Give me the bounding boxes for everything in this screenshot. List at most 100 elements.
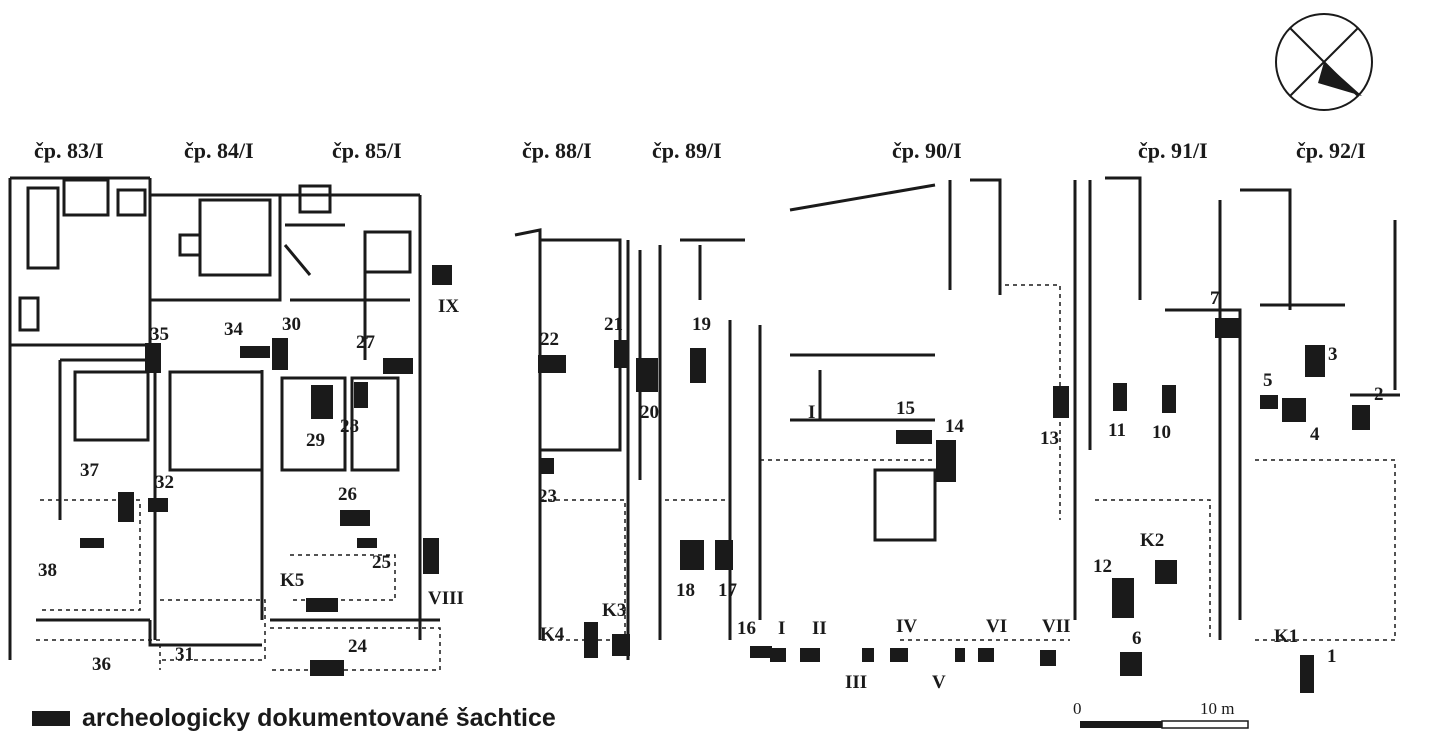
shaft-26 [340, 510, 370, 526]
shaft-17 [715, 540, 733, 570]
shaft-K2 [1155, 560, 1177, 584]
shaft-label-19: 19 [692, 314, 711, 335]
shaft-K5 [306, 598, 338, 612]
shaft-II [800, 648, 820, 662]
shaft-label-36: 36 [92, 654, 111, 675]
shaft-label-16: 16 [737, 618, 756, 639]
shaft-label-23: 23 [538, 486, 557, 507]
shaft-label-25: 25 [372, 552, 391, 573]
shaft-label-4: 4 [1310, 424, 1320, 445]
shaft-10 [1162, 385, 1176, 413]
shaft-label-21: 21 [604, 314, 623, 335]
shaft-label-26: 26 [338, 484, 357, 505]
shaft-label-5: 5 [1263, 370, 1273, 391]
shaft-label-I: I [778, 618, 785, 639]
legend-label: archeologicky dokumentované šachtice [82, 704, 556, 732]
shaft-22 [538, 355, 566, 373]
shaft-37 [118, 492, 134, 522]
shaft-label-K5: K5 [280, 570, 304, 591]
shaft-34 [240, 346, 270, 358]
shaft-label-K1: K1 [1274, 626, 1298, 647]
north-arrow-icon [1275, 13, 1373, 111]
shaft-20 [636, 358, 658, 392]
house-label-91: čp. 91/I [1138, 138, 1208, 163]
shaft-label-15: 15 [896, 398, 915, 419]
shaft-label-30: 30 [282, 314, 301, 335]
shaft-label-K2: K2 [1140, 530, 1164, 551]
house-label-92: čp. 92/I [1296, 138, 1366, 163]
shaft-6 [1120, 652, 1142, 676]
shaft-label-V: V [932, 672, 946, 693]
scale-bar-start-label: 0 [1073, 699, 1082, 718]
shaft-12 [1112, 578, 1134, 618]
house-label-89: čp. 89/I [652, 138, 722, 163]
shaft-label-10: 10 [1152, 422, 1171, 443]
shaft-38 [80, 538, 104, 548]
shaft-I [770, 648, 786, 662]
legend: archeologicky dokumentované šachtice [32, 704, 556, 733]
house-label-90: čp. 90/I [892, 138, 962, 163]
shaft-13 [1053, 386, 1069, 418]
legend-shaft-swatch [32, 711, 70, 726]
shaft-label-28: 28 [340, 416, 359, 437]
shaft-IV [890, 648, 908, 662]
shaft-label-11: 11 [1108, 420, 1126, 441]
shaft-label-29: 29 [306, 430, 325, 451]
shaft-11 [1113, 383, 1127, 411]
shaft-30 [272, 338, 288, 370]
shaft-31 [148, 498, 168, 512]
shaft-label-III: III [845, 672, 867, 693]
shaft-label-3: 3 [1328, 344, 1338, 365]
shaft-label-6: 6 [1132, 628, 1142, 649]
house-label-88: čp. 88/I [522, 138, 592, 163]
shaft-19 [690, 348, 706, 383]
shaft-label-22: 22 [540, 329, 559, 350]
shaft-35 [145, 343, 161, 373]
shaft-label-K3: K3 [602, 600, 626, 621]
house-labels: čp. 83/I čp. 84/I čp. 85/I čp. 88/I čp. … [34, 138, 1366, 163]
building-walls-right-blocks [514, 176, 1400, 660]
shaft-label-38: 38 [38, 560, 57, 581]
shaft-18 [680, 540, 704, 570]
shaft-5 [1260, 395, 1278, 409]
shaft-number-labels: 1 2 3 4 5 6 7 10 11 12 13 14 15 16 17 18… [38, 288, 1384, 693]
shaft-28 [354, 382, 368, 408]
shaft-2 [1352, 405, 1370, 430]
shaft-3 [1305, 345, 1325, 377]
shaft-label-20: 20 [640, 402, 659, 423]
shaft-label-VI: VI [986, 616, 1007, 637]
shaft-16 [750, 646, 772, 658]
shaft-label-1: 1 [1327, 646, 1337, 667]
shaft-label-VIII: VIII [428, 588, 464, 609]
shaft-label-IX: IX [438, 296, 459, 317]
shaft-V [955, 648, 965, 662]
shaft-label-24: 24 [348, 636, 368, 657]
scale-bar-end-label: 10 m [1200, 699, 1234, 718]
shaft-label-13: 13 [1040, 428, 1059, 449]
shaft-27 [383, 358, 413, 374]
shaft-K4 [584, 622, 598, 658]
shaft-7 [1215, 318, 1241, 338]
shaft-24 [310, 660, 344, 676]
shaft-4 [1282, 398, 1306, 422]
shaft-III [862, 648, 874, 662]
shaft-label-17: 17 [718, 580, 738, 601]
shaft-15 [896, 430, 932, 444]
shaft-label-32: 32 [155, 472, 174, 493]
shaft-label-18: 18 [676, 580, 695, 601]
shaft-label-II: II [812, 618, 827, 639]
shaft-label-35: 35 [150, 324, 169, 345]
shaft-label-34: 34 [224, 319, 244, 340]
shaft-label-7: 7 [1210, 288, 1220, 309]
shaft-markers [80, 265, 1370, 693]
shaft-label-37: 37 [80, 460, 100, 481]
shaft-label-27: 27 [356, 332, 376, 353]
shaft-VI [978, 648, 994, 662]
house-label-85: čp. 85/I [332, 138, 402, 163]
shaft-label-31: 31 [175, 644, 194, 665]
shaft-21 [614, 340, 628, 368]
shaft-label-K4: K4 [540, 624, 565, 645]
building-walls-left-block [8, 176, 440, 660]
shaft-23 [540, 458, 554, 474]
